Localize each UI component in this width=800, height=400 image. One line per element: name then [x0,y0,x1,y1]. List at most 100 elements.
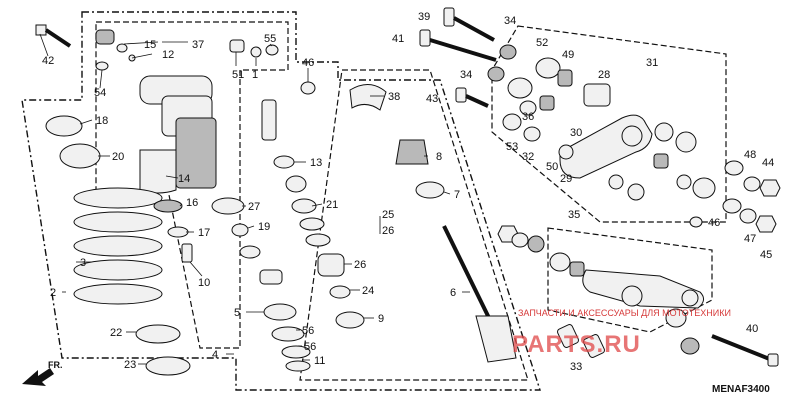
cap-34e-icon [527,235,545,253]
frame-shock-assembly [21,11,541,391]
callout-40: 40 [746,323,758,335]
callout-49: 49 [562,49,574,61]
callout-52: 52 [536,37,548,49]
callout-19: 19 [258,221,270,233]
seal-46-icon [300,81,316,95]
frame-reservoir [299,69,529,381]
callout-1: 1 [252,69,258,81]
front-arrow-icon: FR. [22,360,63,386]
callout-3: 3 [80,257,86,269]
callout-56b: 56 [304,341,316,353]
callout-33: 33 [570,361,582,373]
boot-8-icon [395,139,429,165]
callout-13: 13 [310,157,322,169]
callout-6: 6 [450,287,456,299]
bolt-42-icon [35,24,72,48]
bolt-43-icon [455,87,489,108]
callout-29: 29 [560,173,572,185]
callout-2: 2 [50,287,56,299]
callout-46b: 46 [708,217,720,229]
frame-shock-link [547,227,713,333]
bolt-39-icon [443,7,495,42]
callout-17: 17 [198,227,210,239]
callout-54: 54 [94,87,106,99]
callout-7: 7 [454,189,460,201]
seal-32b-icon [608,174,624,190]
callout-46: 46 [302,57,314,69]
ring-20-icon [59,143,101,169]
seal-52c-icon [654,122,674,142]
seat-22-icon [135,324,181,344]
callout-27: 27 [248,201,260,213]
callout-43: 43 [426,93,438,105]
callout-11: 11 [314,355,325,367]
bearing-49d-icon [569,261,585,277]
seal-36a-icon [519,100,537,116]
callout-21: 21 [326,199,338,211]
washer-47b-icon [511,232,529,248]
damper-internal-column-icon [273,155,365,329]
front-label: FR. [48,360,63,370]
bushing-51-icon [229,39,245,53]
callout-34: 34 [460,69,472,81]
washer-47a-icon [739,208,757,224]
seal-52e-icon [692,177,716,199]
bearing-49c-icon [653,153,669,169]
callout-30: 30 [570,127,582,139]
ring-18-icon [45,115,83,137]
callout-23: 23 [124,359,136,371]
seal-52g-icon [665,308,687,328]
bolt-40-icon [711,334,779,367]
callout-39: 39 [418,11,430,23]
seal-52a-icon [507,77,533,99]
callout-28: 28 [598,69,610,81]
stopper-7-icon [415,181,445,199]
callout-48: 48 [744,149,756,161]
nut-55-icon [265,44,279,56]
callout-10: 10 [198,277,210,289]
cap-46-icon [689,216,703,228]
seal-52f-icon [549,252,571,272]
callout-36: 36 [522,111,534,123]
cap-34f-icon [680,337,700,355]
washer-48-icon [743,176,761,192]
callout-5: 5 [234,307,240,319]
callout-25: 25 [382,209,394,221]
circlip-23-icon [145,356,191,376]
seal-52b-icon [535,57,561,79]
bumper-16-icon [153,199,183,213]
bearing-49b-icon [539,95,555,111]
callout-26b: 26 [354,259,366,271]
shock-arm-31-icon [559,83,653,179]
washer-54-icon [95,61,109,71]
callout-14: 14 [178,173,190,185]
callout-20: 20 [112,151,124,163]
washer-34c-icon [724,160,744,176]
callout-9: 9 [378,313,384,325]
nut-45a-icon [755,215,777,233]
callout-42: 42 [42,55,54,67]
washer-34d-icon [722,198,742,214]
callout-37: 37 [192,39,204,51]
watermark-text: ЗАПЧАСТИ И АКСЕССУАРЫ ДЛЯ МОТОТЕХНИКИ [518,308,731,318]
valve-10-icon [181,243,193,263]
leader-lines [39,33,470,365]
seal-36b-icon [676,174,692,190]
callout-32: 32 [522,151,534,163]
callout-26: 26 [382,225,394,237]
callout-18: 18 [96,115,108,127]
callout-15: 15 [144,39,156,51]
callout-56: 56 [302,325,314,337]
callout-55: 55 [264,33,276,45]
nut-44-icon [759,179,781,197]
callout-16: 16 [186,197,198,209]
callout-31: 31 [646,57,658,69]
callout-4: 4 [212,349,218,361]
callout-50: 50 [546,161,558,173]
collar-33-icon [557,324,605,358]
frame-shock-arm [491,25,727,223]
bushing-set-icon [95,29,136,62]
callout-12: 12 [162,49,174,61]
oring-17-icon [167,226,189,238]
spring-3-icon [73,187,163,305]
